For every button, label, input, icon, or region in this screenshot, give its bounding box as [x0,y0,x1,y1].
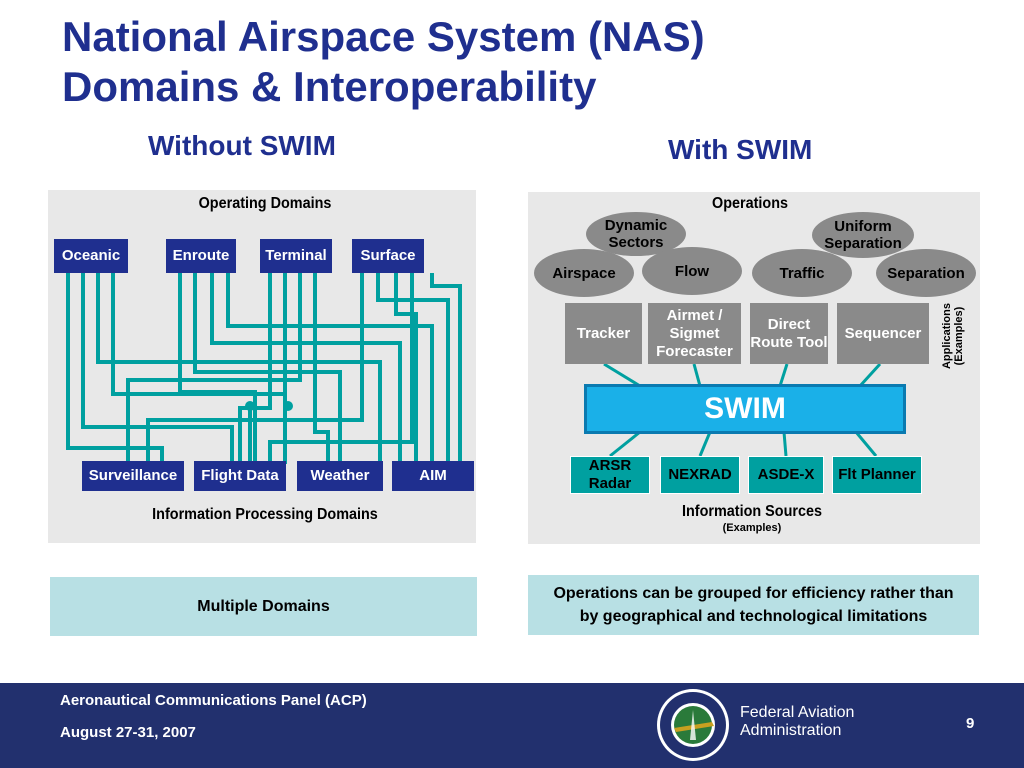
op-flow: Flow [642,247,742,295]
note-line-2: by geographical and technological limita… [579,608,928,625]
information-sources-examples: (Examples) [722,522,782,534]
source-nexrad: NEXRAD [660,456,740,494]
title-line-1: National Airspace System (NAS) [62,13,705,60]
page-number: 9 [966,715,975,732]
operations-label: Operations [711,195,789,212]
domain-weather: Weather [297,461,383,491]
faa-wordmark-line-1: Federal Aviation [740,704,855,721]
domain-aim: AIM [392,461,474,491]
footer-date: August 27-31, 2007 [60,724,196,741]
title-line-2: Domains & Interoperability [62,63,597,110]
app-sequencer: Sequencer [837,303,929,364]
faa-wordmark-line-2: Administration [740,722,842,739]
faa-wordmark: Federal Aviation Administration [740,704,854,740]
source-arsr-radar: ARSR Radar [570,456,650,494]
with-swim-heading: With SWIM [668,134,813,165]
slide-title: National Airspace System (NAS) Domains &… [62,12,962,112]
note-line-1: Operations can be grouped for efficiency… [553,585,954,602]
footer-bar [0,683,1024,768]
swim-bus: SWIM [584,384,906,434]
domain-surveillance: Surveillance [82,461,184,491]
domain-flight-data: Flight Data [194,461,286,491]
swim-grouping-note: Operations can be grouped for efficiency… [528,575,979,635]
multiple-domains-note: Multiple Domains [50,577,477,636]
op-separation: Separation [876,249,976,297]
footer-panel-name: Aeronautical Communications Panel (ACP) [60,692,367,709]
applications-side-label: Applications (Examples) [936,298,970,370]
domain-terminal: Terminal [260,239,332,273]
app-airmet-sigmet-forecaster: Airmet / Sigmet Forecaster [648,303,741,364]
app-direct-route-tool: Direct Route Tool [750,303,828,364]
domain-enroute: Enroute [166,239,236,273]
applications-examples-label: (Examples) [953,306,965,366]
app-tracker: Tracker [565,303,642,364]
operating-domains-label: Operating Domains [198,195,332,212]
applications-label: Applications [941,303,953,370]
without-swim-heading: Without SWIM [148,130,336,161]
information-sources-label: Information Sources [681,503,823,520]
domain-surface: Surface [352,239,424,273]
processing-domains-label: Information Processing Domains [152,506,378,523]
faa-seal-logo [657,689,729,761]
source-asde-x: ASDE-X [748,456,824,494]
op-uniform-separation: Uniform Separation [812,212,914,258]
source-flt-planner: Flt Planner [832,456,922,494]
op-traffic: Traffic [752,249,852,297]
op-airspace: Airspace [534,249,634,297]
domain-oceanic: Oceanic [54,239,128,273]
